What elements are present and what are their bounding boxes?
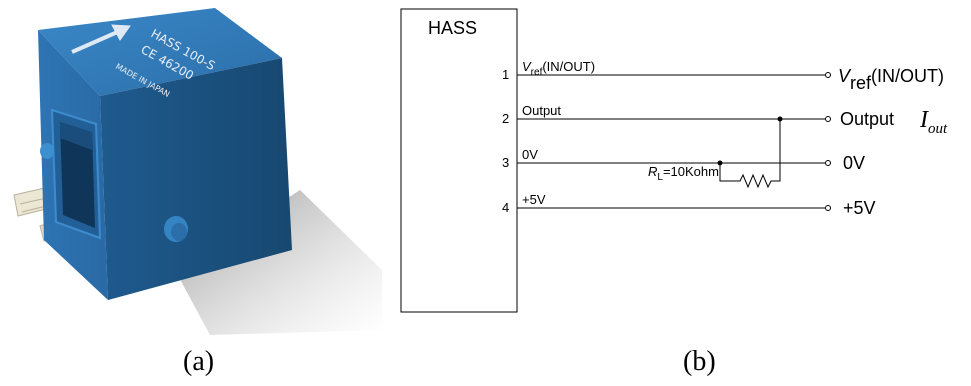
current-label-sub: out bbox=[928, 121, 948, 137]
sensor-aperture bbox=[50, 108, 102, 240]
caption-b: (b) bbox=[683, 346, 716, 377]
device-top-face bbox=[38, 8, 282, 96]
junction-output bbox=[777, 116, 783, 122]
resistor-label: RL=10Kohm bbox=[648, 164, 719, 183]
pin-label-3: 0V bbox=[522, 147, 538, 162]
junction-0v bbox=[717, 160, 723, 166]
pin-label-1-suffix: (IN/OUT) bbox=[542, 59, 595, 74]
terminal-label-1-sub: ref bbox=[850, 73, 872, 93]
mounting-bump-left bbox=[40, 143, 54, 159]
pin-number-3: 3 bbox=[502, 155, 509, 170]
pin-label-1-sub: ref bbox=[531, 67, 543, 78]
terminal-3 bbox=[825, 160, 831, 166]
arrow-marking bbox=[71, 24, 131, 54]
pin-label-1-main: V bbox=[522, 59, 532, 74]
current-label: Iout bbox=[919, 107, 948, 137]
pin-number-2: 2 bbox=[502, 111, 509, 126]
terminal-2 bbox=[825, 116, 831, 122]
pin-number-4: 4 bbox=[502, 200, 509, 215]
caption-a: (a) bbox=[183, 346, 215, 377]
resistor-label-sub: L bbox=[657, 172, 663, 183]
resistor-label-main: R bbox=[648, 164, 657, 179]
terminal-4 bbox=[825, 205, 831, 211]
pin-label-4: +5V bbox=[522, 192, 546, 207]
hass-sensor-photo: HASS 100-S CE 46200 MADE IN JAPAN bbox=[13, 8, 382, 335]
mounting-bump-inner bbox=[171, 223, 187, 241]
pin-label-1: Vref(IN/OUT) bbox=[522, 59, 595, 78]
device-shadow bbox=[175, 190, 382, 335]
terminal-label-1: Vref(IN/OUT) bbox=[838, 66, 944, 93]
block-label: HASS bbox=[428, 18, 477, 38]
pin-label-2: Output bbox=[522, 103, 561, 118]
wiring-schematic: HASS 1 2 3 4 Vref(IN/OUT) Output 0V +5V … bbox=[400, 8, 948, 313]
terminal-label-3: 0V bbox=[843, 153, 865, 173]
current-label-main: I bbox=[919, 107, 929, 133]
terminal-label-2: Output bbox=[840, 109, 894, 129]
terminal-1 bbox=[825, 72, 831, 78]
pin-number-1: 1 bbox=[502, 67, 509, 82]
resistor-branch bbox=[719, 119, 781, 189]
hass-block bbox=[400, 8, 518, 313]
terminal-label-4: +5V bbox=[843, 198, 876, 218]
terminal-label-1-main: V bbox=[838, 66, 852, 86]
resistor-label-value: =10Kohm bbox=[663, 164, 719, 179]
device-side-face bbox=[100, 58, 292, 300]
terminal-label-1-suffix: (IN/OUT) bbox=[871, 66, 944, 86]
